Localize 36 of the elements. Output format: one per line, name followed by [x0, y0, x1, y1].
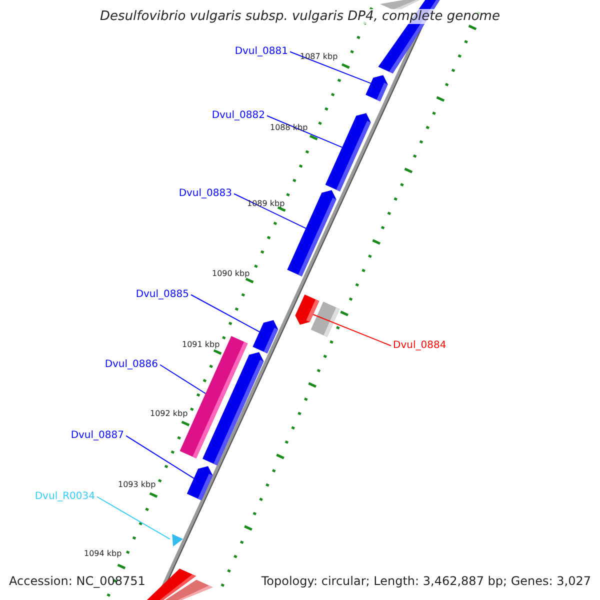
footer-text: Topology: circular; Length: 3,462,887 bp; Genes: 3,027 [261, 575, 591, 589]
gene-block [287, 190, 336, 276]
leader-line [234, 193, 306, 229]
scale-label: 1087 kbp [300, 52, 338, 62]
gene-block [202, 352, 264, 466]
scale-label: 1094 kbp [84, 549, 122, 558]
leader-line [312, 314, 392, 346]
gene-block [325, 113, 371, 192]
gene-block [310, 302, 340, 337]
scale-label: 1090 kbp [212, 269, 250, 278]
gene-block [186, 466, 213, 500]
gene-block [165, 580, 213, 600]
gene-label: Dvul_R0034 [34, 491, 95, 502]
scale-label: 1093 kbp [118, 480, 156, 490]
diagram-title: Desulfovibrio vulgaris subsp. vulgaris DP4, complete genome [100, 9, 500, 24]
scale-label: 1091 kbp [182, 340, 220, 350]
leader-line [160, 364, 206, 394]
leader-line [190, 294, 260, 332]
scale-label: 1088 kbp [270, 123, 308, 132]
gene-label: Dvul_0886 [104, 359, 158, 370]
gene-label: Dvul_0883 [178, 188, 232, 200]
gene-block [252, 320, 278, 354]
gene-label: Dvul_0882 [212, 110, 265, 122]
gene-label: Dvul_0884 [393, 340, 446, 352]
leader-line [290, 51, 372, 84]
leader-line [266, 115, 343, 148]
gene-label: Dvul_0881 [234, 46, 288, 58]
gene-block [172, 534, 184, 546]
gene-label: Dvul_0887 [70, 430, 124, 442]
leader-line [96, 496, 170, 540]
gene-block [366, 75, 388, 102]
gene-label: Dvul_0885 [136, 289, 189, 300]
gene-block [295, 294, 320, 325]
leader-line [126, 435, 194, 479]
footer-text: Accession: NC_008751 [9, 575, 146, 589]
scale-label: 1092 kbp [150, 409, 188, 418]
